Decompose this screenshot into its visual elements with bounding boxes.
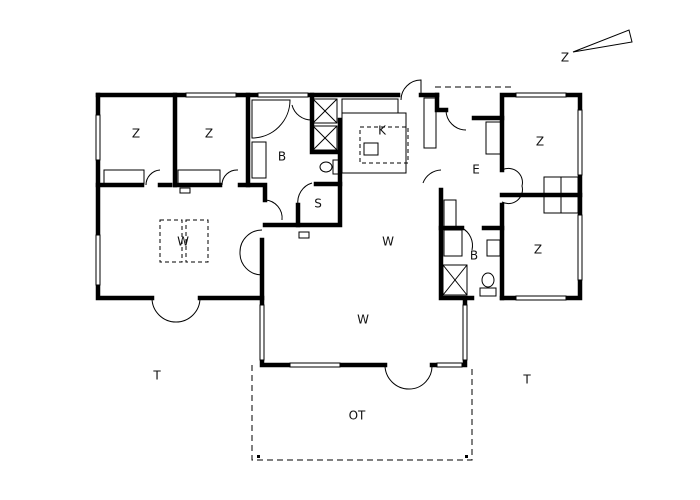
- doors: [145, 79, 523, 390]
- fixtures: [103, 97, 579, 297]
- room-label-bathroom-1: B: [278, 150, 286, 164]
- room-label-living-left: W: [177, 235, 189, 249]
- room-label-entrance: E: [472, 163, 480, 177]
- room-label-storage: S: [314, 197, 322, 211]
- walls: [95, 92, 583, 368]
- room-label-bathroom-2: B: [470, 249, 478, 263]
- label-terrace-right: T: [522, 373, 531, 387]
- label-covered-terrace: OT: [349, 409, 366, 423]
- room-label-bedroom-4: Z: [534, 243, 542, 257]
- windows: [95, 92, 583, 368]
- room-label-kitchen: K: [378, 124, 387, 138]
- label-terrace-left: T: [152, 369, 161, 383]
- compass-icon: [572, 29, 633, 53]
- room-label-living-center: W: [382, 235, 394, 249]
- compass-label: Z: [561, 51, 569, 65]
- room-label-bedroom-2: Z: [205, 127, 213, 141]
- room-label-bedroom-1: Z: [132, 127, 140, 141]
- room-label-living-lower: W: [357, 313, 369, 327]
- covered-terrace-outline: [251, 86, 515, 461]
- room-label-bedroom-3: Z: [536, 135, 544, 149]
